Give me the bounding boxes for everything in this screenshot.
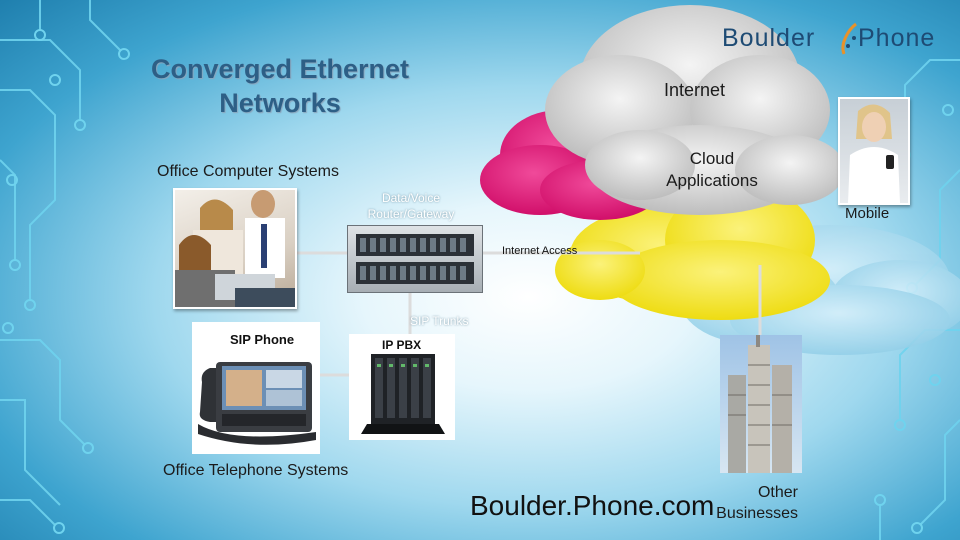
ip-pbx-card: IP PBX	[349, 334, 455, 440]
label-mobile: Mobile	[845, 205, 890, 222]
boulderphone-logo: Boulder Phone	[722, 20, 947, 62]
cloud-label-line-1: Cloud	[689, 149, 735, 168]
slide-title: Converged Ethernet Networks	[110, 52, 450, 120]
ip-pbx-device-icon	[361, 354, 445, 434]
label-other-businesses: Other Businesses	[702, 482, 798, 524]
circuit-nodes-left	[2, 29, 130, 534]
router-rack-ports	[356, 234, 474, 284]
label-sip-trunks: SIP Trunks	[410, 314, 469, 328]
other-businesses-building-photo	[720, 335, 802, 473]
cloud-label-line-2: Applications	[666, 171, 758, 190]
router-gateway-device	[347, 225, 483, 293]
logo-word-phone: Phone	[858, 24, 936, 52]
router-label-line-1: Data/Voice	[381, 191, 441, 205]
label-internet: Internet	[664, 80, 726, 100]
label-office-computer-systems: Office Computer Systems	[157, 163, 339, 180]
logo-swirl-icon	[841, 22, 857, 55]
office-tower-illustration	[728, 335, 792, 473]
label-sip-phone: SIP Phone	[230, 332, 295, 347]
mobile-user-illustration	[848, 104, 900, 203]
router-label-line-2: Router/Gateway	[367, 207, 455, 221]
office-team-photo	[173, 188, 297, 309]
logo-word-boulder: Boulder	[722, 24, 816, 52]
circuit-traces-left	[0, 0, 121, 526]
sip-phone-card: SIP Phone	[192, 322, 320, 454]
label-cloud-applications: Cloud Applications	[650, 148, 774, 192]
cloud-gray	[545, 5, 845, 215]
office-people-illustration	[175, 190, 295, 307]
title-line-1: Converged Ethernet	[150, 54, 410, 84]
network-connections	[295, 251, 762, 377]
title-line-2: Networks	[219, 88, 341, 118]
label-website: Boulder.Phone.com	[470, 490, 715, 521]
other-label-line-1: Other	[757, 484, 798, 501]
label-ip-pbx: IP PBX	[382, 338, 422, 352]
label-internet-access: Internet Access	[502, 245, 578, 257]
mobile-user-photo	[838, 97, 910, 205]
other-label-line-2: Businesses	[716, 505, 798, 522]
sip-phone-device-icon	[198, 362, 316, 445]
label-office-telephone-systems: Office Telephone Systems	[163, 462, 349, 479]
label-data-voice-router: Data/Voice Router/Gateway	[356, 190, 466, 222]
